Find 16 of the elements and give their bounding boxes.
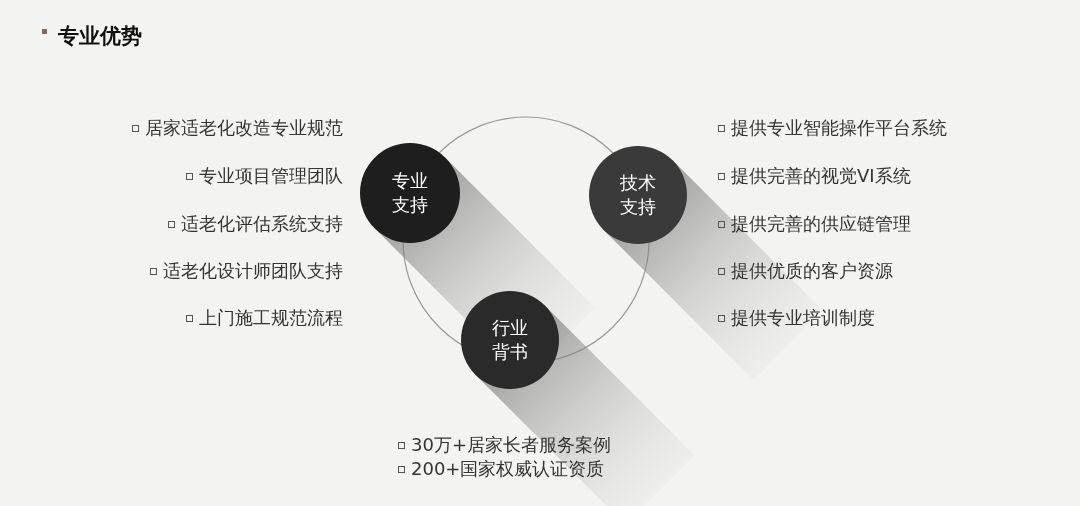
page-title: 专业优势 [58,23,142,50]
list-item-text: 适老化评估系统支持 [181,212,343,236]
circle-label: 技术支持 [620,170,656,219]
list-item-text: 提供完善的供应链管理 [731,212,911,236]
list-item-text: 200+国家权威认证资质 [411,457,605,481]
circle-label: 行业背书 [492,315,528,364]
list-item-text: 提供完善的视觉VI系统 [731,164,911,188]
circle-label: 专业支持 [392,168,428,217]
list-item-text: 上门施工规范流程 [199,306,343,330]
list-item-text: 居家适老化改造专业规范 [145,116,343,140]
list-item-text: 提供专业智能操作平台系统 [731,116,947,140]
list-item-text: 提供专业培训制度 [731,306,875,330]
list-item-text: 专业项目管理团队 [199,164,343,188]
list-item-text: 适老化设计师团队支持 [163,259,343,283]
list-item-text: 提供优质的客户资源 [731,259,893,283]
list-item-text: 30万+居家长者服务案例 [411,433,611,457]
